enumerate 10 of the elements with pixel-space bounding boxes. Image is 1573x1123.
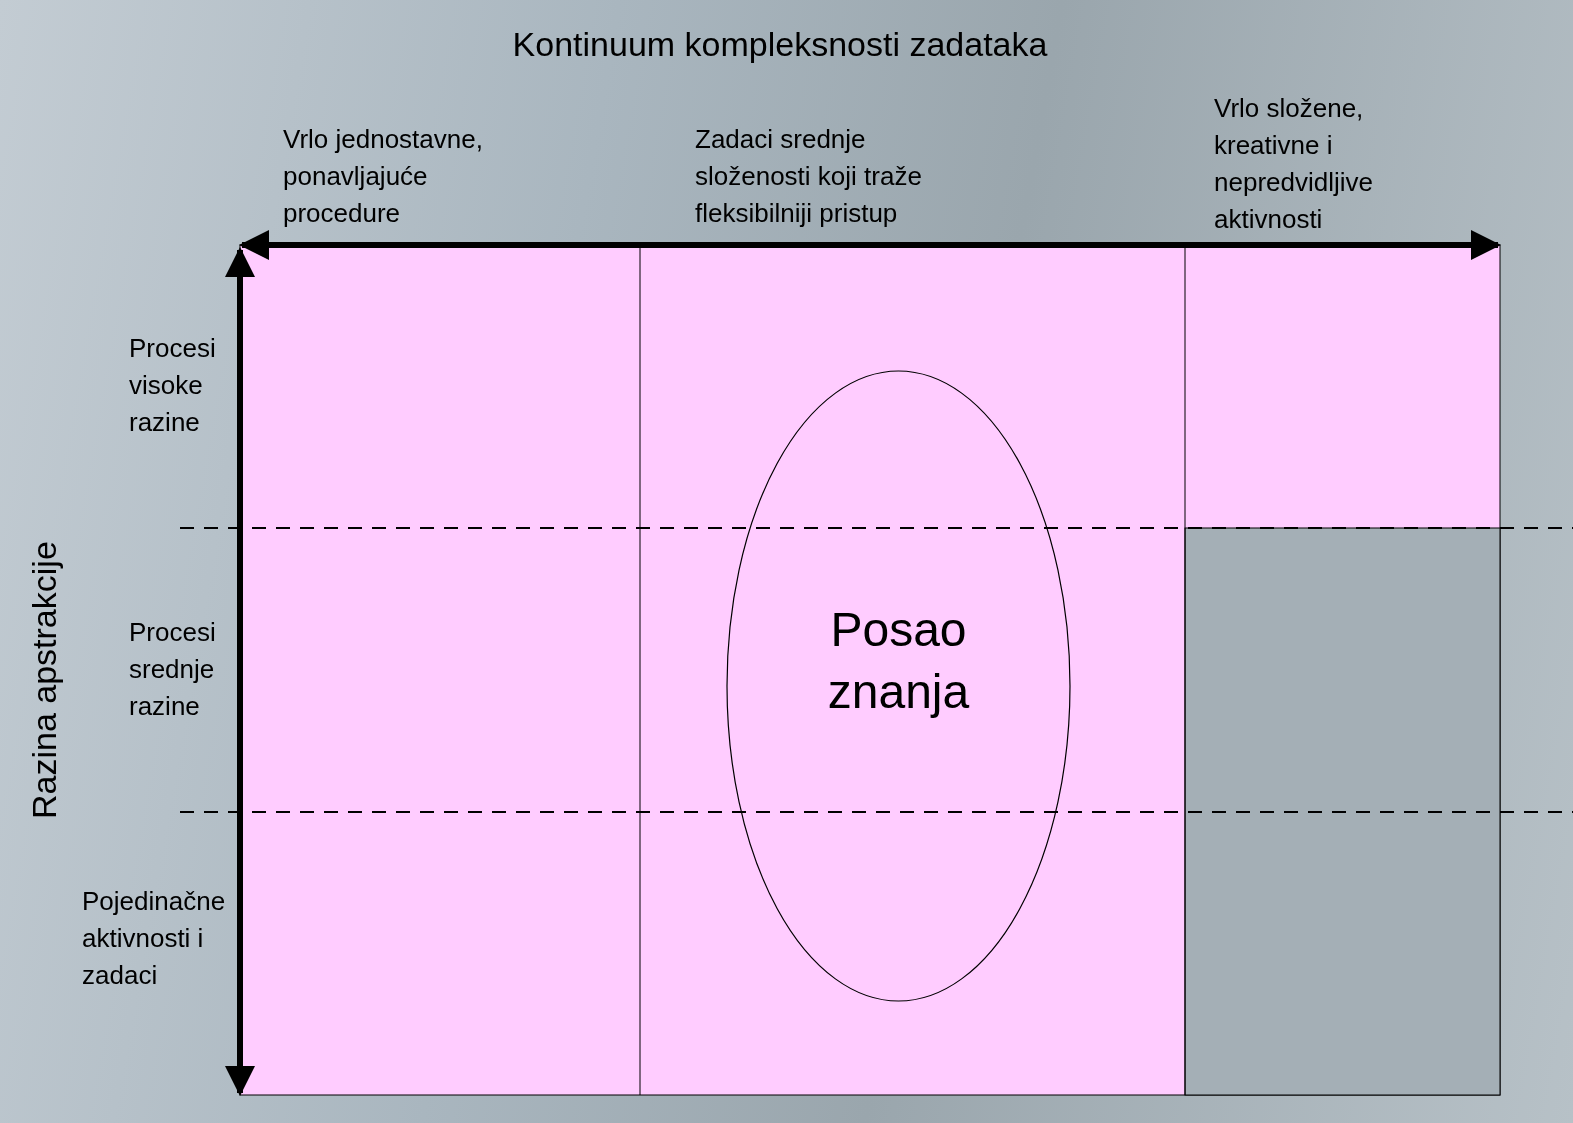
ellipse-node xyxy=(726,370,1071,1002)
axis-label: Zadaci srednje složenosti koji traže fleksibilniji pristup xyxy=(695,123,923,230)
axis-label: Vrlo jednostavne, ponavljajuće procedure xyxy=(283,123,484,230)
axis-label: Procesi visoke razine xyxy=(129,332,217,439)
axis-label: Pojedinačne aktivnosti i zadaci xyxy=(82,885,227,992)
axis-label: Procesi srednje razine xyxy=(129,616,217,723)
axis-title: Razina apstrakcije xyxy=(24,540,64,821)
axis-label: Vrlo složene, kreativne i nepredvidljive aktivnosti xyxy=(1214,92,1374,236)
node-label: Posao znanja xyxy=(826,602,971,720)
axis-title: Kontinuum kompleksnosti zadataka xyxy=(511,24,1049,65)
